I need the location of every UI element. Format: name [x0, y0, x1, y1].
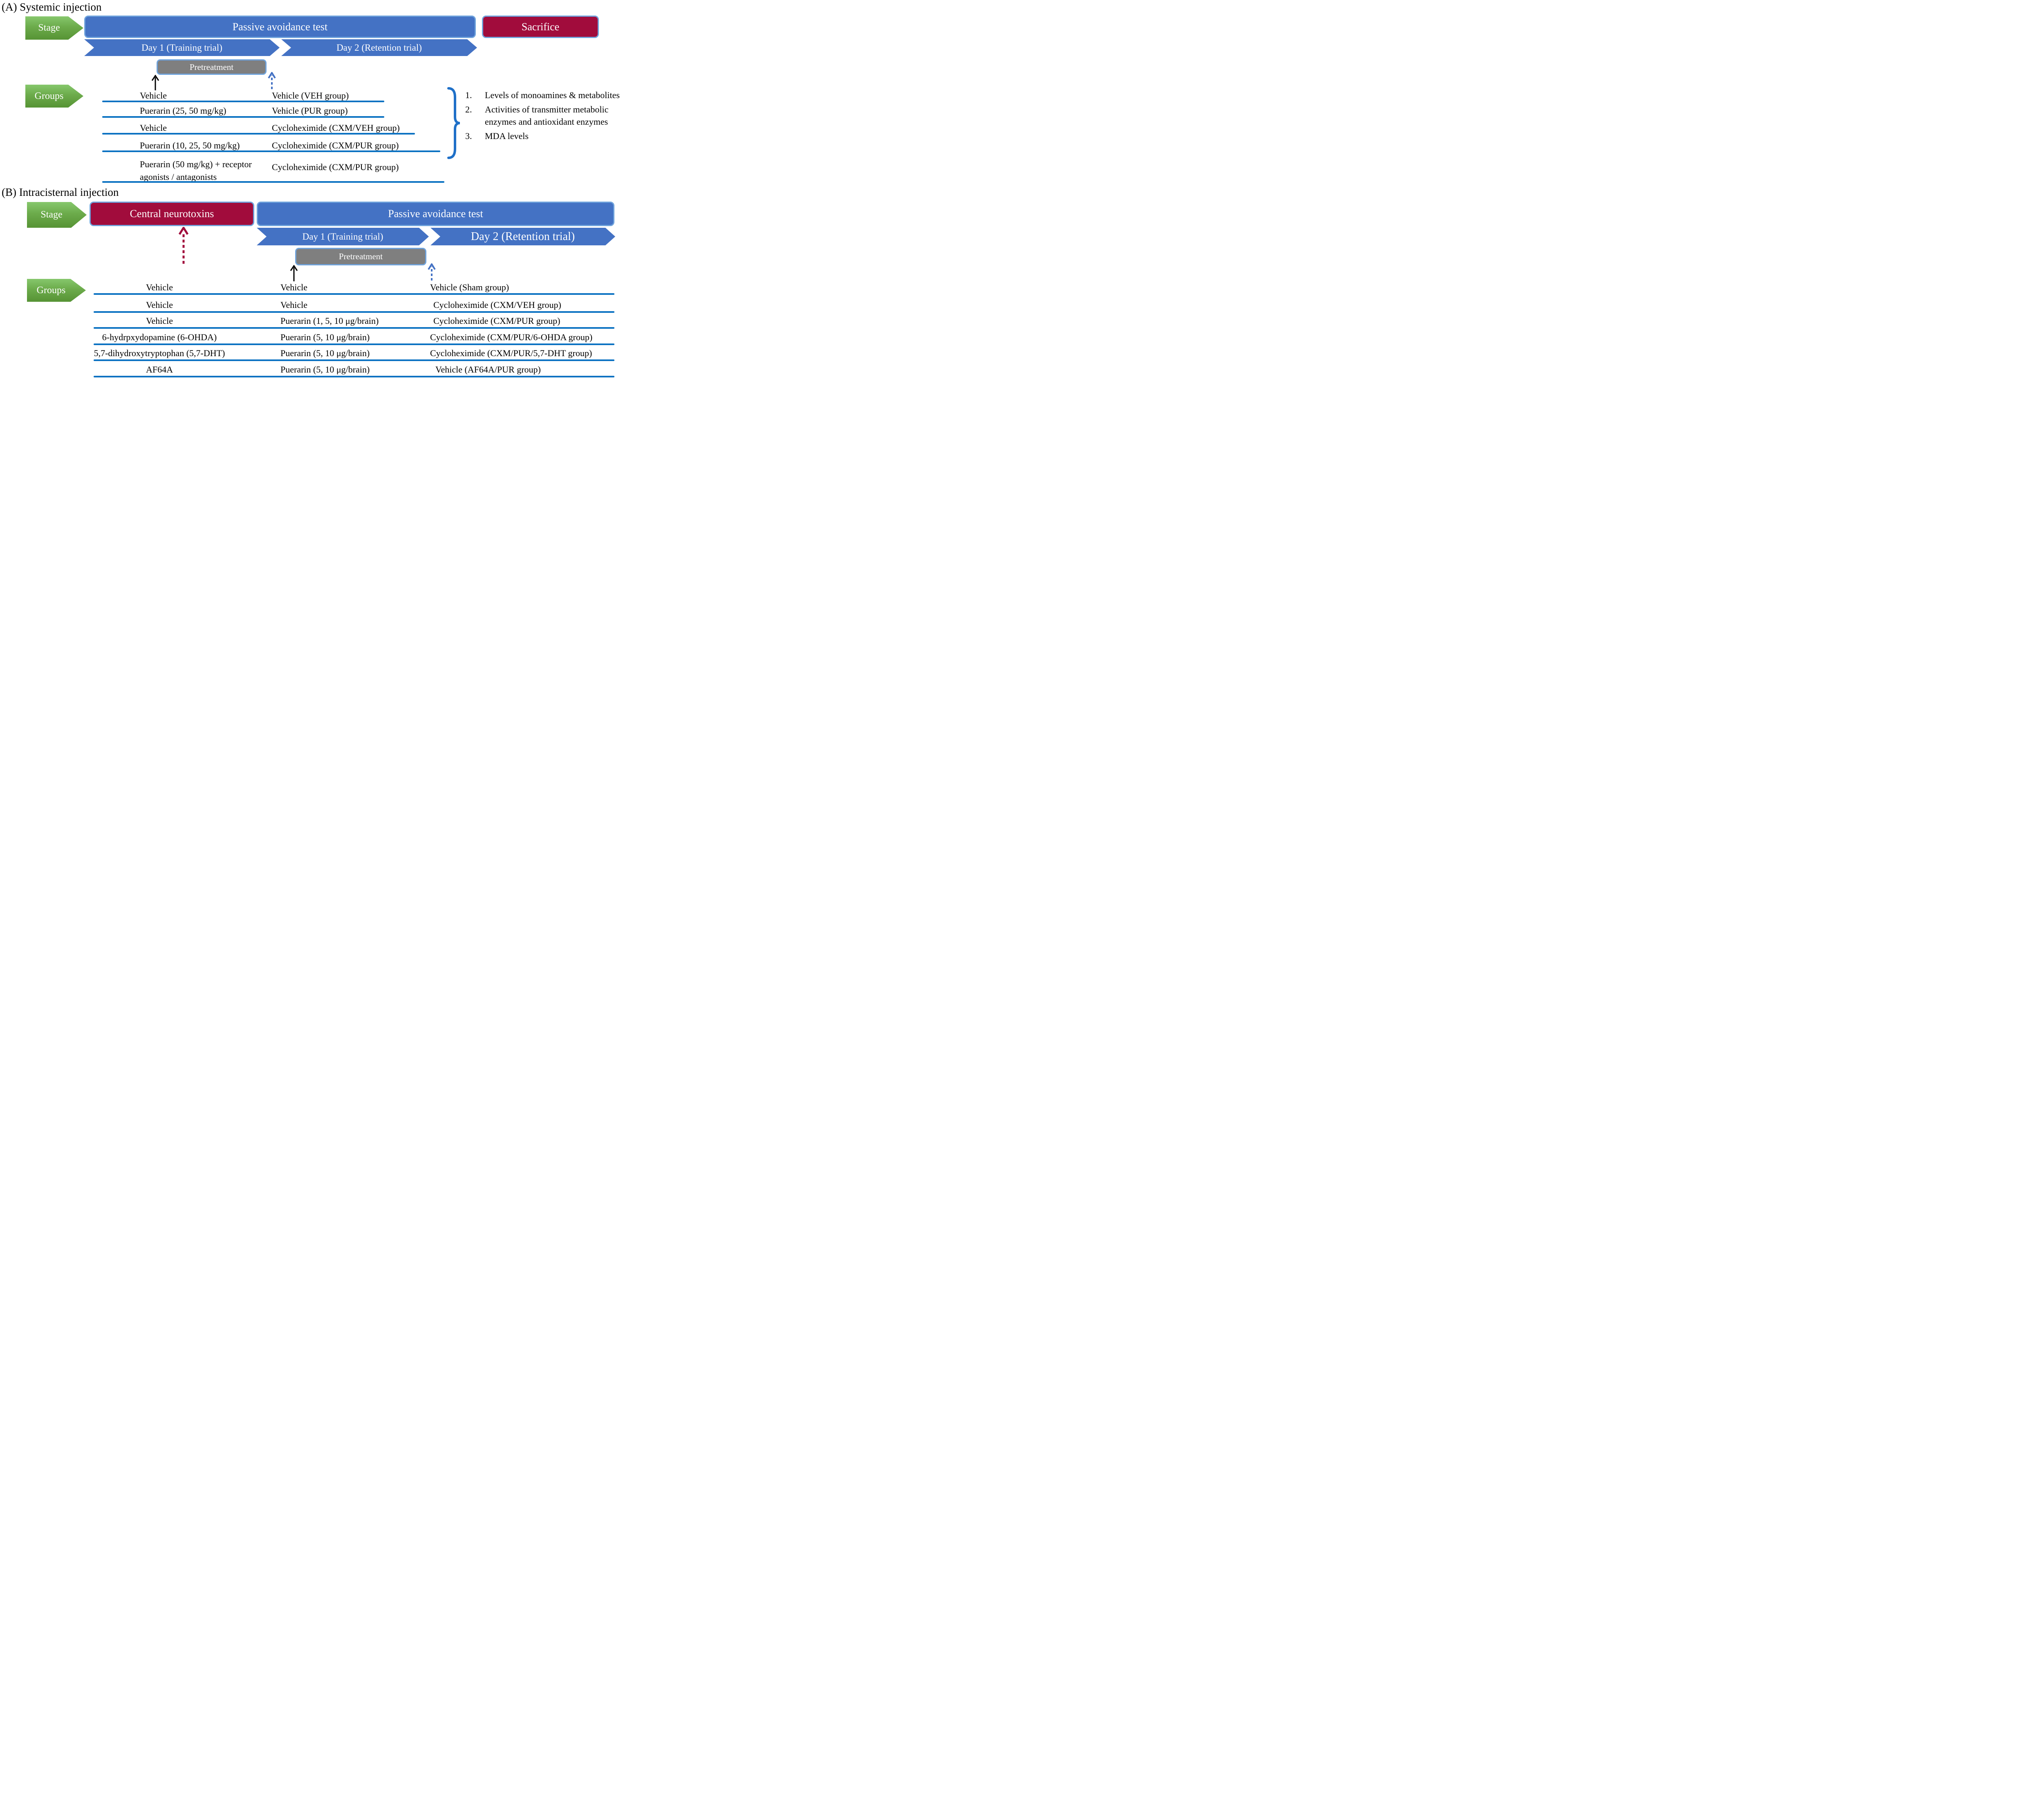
row-b1-right: Vehicle (Sham group): [430, 282, 509, 292]
row-b5-line: [94, 359, 614, 361]
panel-a-sacrifice-box: Sacrifice: [482, 16, 599, 38]
row-a5-line: [102, 181, 444, 183]
outcome-item-1: 1. Levels of monoamines & metabolites: [465, 89, 632, 101]
outcomes-list: 1. Levels of monoamines & metabolites 2.…: [465, 89, 632, 144]
outcome-3-number: 3.: [465, 131, 472, 141]
row-b2-right: Cycloheximide (CXM/VEH group): [433, 300, 561, 310]
outcome-2-text: Activities of transmitter metabolic enzy…: [485, 104, 609, 127]
experiment-design-figure: (A) Systemic injection Stage Passive avo…: [0, 0, 632, 378]
row-b3-mid: Puerarin (1, 5, 10 μg/brain): [280, 316, 379, 326]
row-a2-line: [102, 116, 384, 118]
pretreatment-b-arrow-dashed-blue-icon: [428, 263, 436, 281]
outcome-1-text: Levels of monoamines & metabolites: [485, 90, 620, 100]
panel-a-groups-label: Groups: [34, 90, 64, 101]
row-a4-right: Cycloheximide (CXM/PUR group): [272, 140, 399, 150]
panel-b-pretreatment-label: Pretreatment: [338, 251, 383, 261]
row-b4-left: 6-hydrpxydopamine (6-OHDA): [102, 332, 217, 342]
row-b6-line: [94, 376, 614, 377]
row-a4-line: [102, 150, 440, 152]
row-b2-mid: Vehicle: [280, 300, 307, 310]
panel-b-day2-label: Day 2 (Retention trial): [471, 230, 575, 243]
panel-a-pretreatment-box: Pretreatment: [157, 59, 267, 75]
panel-a-title: (A) Systemic injection: [2, 1, 102, 13]
panel-a-day1-label: Day 1 (Training trial): [141, 42, 222, 53]
pretreatment-arrow-dashed-blue-icon: [268, 72, 276, 89]
row-b1-line: [94, 293, 614, 295]
panel-a-day1-chevron: Day 1 (Training trial): [84, 39, 280, 56]
row-a1-right: Vehicle (VEH group): [272, 90, 349, 101]
panel-a-passive-avoidance-bar: Passive avoidance test: [84, 16, 476, 38]
panel-b-groups-arrow: Groups: [27, 279, 86, 302]
row-a1-left: Vehicle: [140, 90, 167, 101]
row-a4-left: Puerarin (10, 25, 50 mg/kg): [140, 140, 240, 150]
panel-b-passive-avoidance-label: Passive avoidance test: [388, 208, 483, 220]
panel-b-title: (B) Intracisternal injection: [2, 186, 119, 198]
panel-a-stage-label: Stage: [38, 22, 60, 33]
panel-b-central-neurotoxins-label: Central neurotoxins: [130, 208, 214, 220]
row-b1-mid: Vehicle: [280, 282, 307, 292]
row-a3-line: [102, 133, 415, 135]
row-a5-left: Puerarin (50 mg/kg) + receptor agonists …: [140, 159, 252, 182]
panel-b-stage-label: Stage: [40, 209, 63, 220]
row-b3-left: Vehicle: [146, 316, 173, 326]
row-b1-left: Vehicle: [146, 282, 173, 292]
panel-a-stage-arrow: Stage: [25, 16, 83, 40]
row-b3-right: Cycloheximide (CXM/PUR group): [433, 316, 560, 326]
panel-a-groups-arrow: Groups: [25, 85, 83, 108]
row-a1-line: [102, 101, 384, 102]
outcome-1-number: 1.: [465, 90, 472, 100]
panel-b-stage-arrow: Stage: [27, 202, 87, 228]
row-b4-right: Cycloheximide (CXM/PUR/6-OHDA group): [430, 332, 593, 342]
row-b2-line: [94, 311, 614, 313]
panel-b-day2-chevron: Day 2 (Retention trial): [430, 228, 615, 245]
row-a3-right: Cycloheximide (CXM/VEH group): [272, 123, 400, 133]
outcome-2-number: 2.: [465, 104, 472, 114]
panel-a-day2-label: Day 2 (Retention trial): [336, 42, 422, 53]
row-a2-right: Vehicle (PUR group): [272, 105, 348, 116]
panel-b-day1-chevron: Day 1 (Training trial): [257, 228, 429, 245]
outcome-3-text: MDA levels: [485, 131, 529, 141]
outcomes-brace-icon: [447, 87, 460, 159]
pretreatment-b-arrow-solid-icon: [290, 265, 298, 281]
pretreatment-arrow-solid-icon: [151, 75, 159, 90]
panel-b-passive-avoidance-bar: Passive avoidance test: [257, 202, 614, 226]
row-b4-line: [94, 343, 614, 345]
row-b5-right: Cycloheximide (CXM/PUR/5,7-DHT group): [430, 348, 592, 358]
row-b6-right: Vehicle (AF64A/PUR group): [435, 364, 541, 375]
panel-b-day1-label: Day 1 (Training trial): [302, 231, 383, 242]
row-b5-left: 5,7-dihydroxytryptophan (5,7-DHT): [94, 348, 225, 358]
outcome-item-2: 2. Activities of transmitter metabolic e…: [465, 103, 632, 128]
panel-a-day2-chevron: Day 2 (Retention trial): [281, 39, 477, 56]
row-a2-left: Puerarin (25, 50 mg/kg): [140, 105, 226, 116]
panel-b-pretreatment-box: Pretreatment: [295, 248, 426, 265]
row-b6-mid: Puerarin (5, 10 μg/brain): [280, 364, 370, 375]
panel-b-groups-label: Groups: [36, 285, 66, 296]
row-b2-left: Vehicle: [146, 300, 173, 310]
row-b3-line: [94, 327, 614, 329]
outcome-item-3: 3. MDA levels: [465, 130, 632, 142]
row-a3-left: Vehicle: [140, 123, 167, 133]
panel-a-sacrifice-label: Sacrifice: [521, 20, 560, 33]
row-a5-right: Cycloheximide (CXM/PUR group): [272, 162, 399, 172]
row-b6-left: AF64A: [146, 364, 173, 375]
panel-b-central-neurotoxins-box: Central neurotoxins: [90, 202, 254, 226]
row-b5-mid: Puerarin (5, 10 μg/brain): [280, 348, 370, 358]
neurotoxin-arrow-dashed-red-icon: [178, 227, 189, 264]
panel-a-pretreatment-label: Pretreatment: [189, 62, 234, 72]
row-b4-mid: Puerarin (5, 10 μg/brain): [280, 332, 370, 342]
panel-a-passive-avoidance-label: Passive avoidance test: [232, 20, 328, 33]
